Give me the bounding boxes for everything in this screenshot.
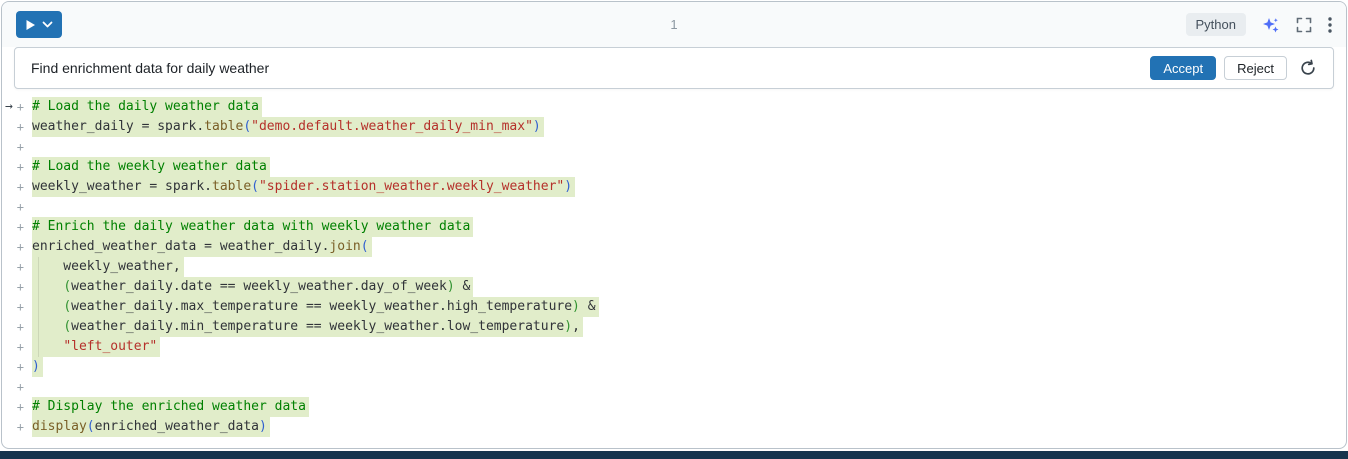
code-line[interactable]: + weather_daily = spark.table("demo.defau… [2,117,1346,137]
gutter: + [2,297,32,317]
cell-menu-button[interactable] [1328,16,1332,33]
code-text: "left_outer" [32,337,161,357]
gutter: + [2,237,32,257]
code-editor[interactable]: →+# Load the daily weather data+weather_… [2,89,1346,447]
indent-guide [38,297,39,317]
assistant-prompt-bar: Find enrichment data for daily weather A… [14,47,1334,89]
code-line[interactable]: + (weather_daily.date == weekly_weather.… [2,277,1346,297]
code-text: display(enriched_weather_data) [32,417,270,437]
assistant-button[interactable] [1262,16,1280,34]
code-line[interactable]: + # Enrich the daily weather data with we… [2,217,1346,237]
diff-added-marker: + [16,400,24,414]
accept-button[interactable]: Accept [1150,56,1217,80]
code-text: enriched_weather_data = weather_daily.jo… [32,237,372,257]
diff-added-marker: + [16,140,24,154]
indent-guide [38,257,39,277]
code-text: # Enrich the daily weather data with wee… [32,217,474,237]
diff-added-marker: + [16,320,24,334]
gutter: + [2,217,32,237]
gutter: + [2,257,32,277]
code-line[interactable]: + (weather_daily.min_temperature == week… [2,317,1346,337]
play-icon [25,19,36,31]
refresh-icon [1299,59,1317,77]
next-cell-edge[interactable] [0,451,1348,459]
code-line[interactable]: + display(enriched_weather_data) [2,417,1346,437]
diff-added-marker: + [16,420,24,434]
cell-toolbar: 1 Python [2,2,1346,47]
code-line[interactable]: →+# Load the daily weather data [2,97,1346,117]
diff-added-marker: + [16,180,24,194]
gutter: + [2,357,32,377]
code-line[interactable]: + enriched_weather_data = weather_daily.j… [2,237,1346,257]
chevron-down-icon [42,21,53,28]
diff-added-marker: + [16,220,24,234]
gutter: →+ [2,97,32,117]
cell-number: 1 [670,17,678,32]
prompt-actions: Accept Reject [1150,56,1317,80]
code-text: # Display the enriched weather data [32,397,309,417]
code-text: weather_daily = spark.table("demo.defaul… [32,117,544,137]
code-line[interactable]: +) [2,357,1346,377]
diff-added-marker: + [16,120,24,134]
diff-added-marker: + [16,240,24,254]
gutter: + [2,397,32,417]
reject-button[interactable]: Reject [1224,56,1287,80]
gutter: + [2,157,32,177]
code-line[interactable]: + "left_outer" [2,337,1346,357]
diff-added-marker: + [16,200,24,214]
indent-guide [38,277,39,297]
code-line[interactable]: + weekly_weather = spark.table("spider.st… [2,177,1346,197]
gutter: + [2,417,32,437]
gutter: + [2,377,32,397]
gutter: + [2,117,32,137]
code-text: (weather_daily.max_temperature == weekly… [32,297,599,317]
code-text: (weather_daily.min_temperature == weekly… [32,317,583,337]
gutter: + [2,317,32,337]
fullscreen-button[interactable] [1296,17,1312,33]
diff-added-marker: + [16,300,24,314]
assistant-prompt-input[interactable]: Find enrichment data for daily weather [31,60,270,76]
diff-added-marker: + [16,280,24,294]
language-selector[interactable]: Python [1185,13,1246,36]
code-line[interactable]: + weekly_weather, [2,257,1346,277]
indent-guide [38,317,39,337]
diff-added-marker: + [16,380,24,394]
toolbar-right-group: Python [1185,13,1332,36]
code-text: ) [32,357,43,377]
code-line[interactable]: + [2,137,1346,157]
code-line[interactable]: + (weather_daily.max_temperature == week… [2,297,1346,317]
kebab-menu-icon [1328,16,1332,33]
indent-guide [38,337,39,357]
regenerate-button[interactable] [1295,59,1317,77]
code-text: # Load the daily weather data [32,97,262,117]
code-line[interactable]: + # Load the weekly weather data [2,157,1346,177]
diff-added-marker: + [16,260,24,274]
code-line[interactable]: + [2,197,1346,217]
diff-added-marker: + [16,340,24,354]
diff-added-marker: + [16,100,24,114]
code-text: # Load the weekly weather data [32,157,270,177]
diff-added-marker: + [16,160,24,174]
run-cell-button[interactable] [16,11,62,38]
gutter: + [2,337,32,357]
diff-added-marker: + [16,360,24,374]
code-line[interactable]: + [2,377,1346,397]
expand-icon [1296,17,1312,33]
gutter: + [2,277,32,297]
code-text: weekly_weather, [32,257,184,277]
gutter: + [2,137,32,157]
gutter: + [2,177,32,197]
current-line-arrow-icon: → [5,99,13,114]
sparkle-icon [1262,16,1280,34]
gutter: + [2,197,32,217]
code-text: (weather_daily.date == weekly_weather.da… [32,277,474,297]
code-text: weekly_weather = spark.table("spider.sta… [32,177,576,197]
code-line[interactable]: + # Display the enriched weather data [2,397,1346,417]
notebook-cell: 1 Python [1,1,1347,449]
